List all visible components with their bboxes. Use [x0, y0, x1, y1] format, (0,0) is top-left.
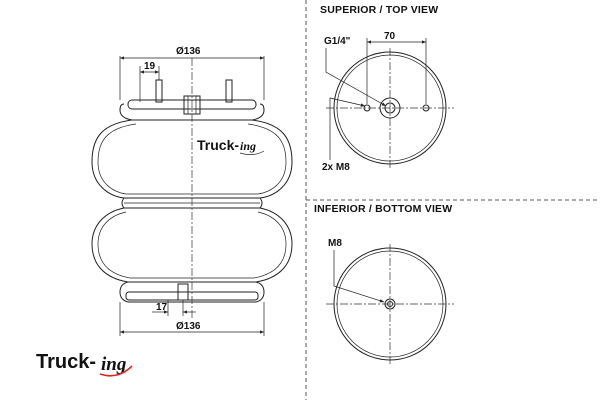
- bottom-bolt-leader: [333, 250, 385, 303]
- bottom-offset-label: 17: [156, 302, 168, 313]
- bottom-view-title: INFERIOR / BOTTOM VIEW: [314, 203, 452, 215]
- bolts-label: 2x M8: [322, 162, 350, 173]
- bolt-spacing-label: 70: [384, 31, 396, 42]
- bottom-bolt-label: M8: [328, 238, 342, 249]
- top-view: SUPERIOR / TOP VIEW 70 G1/4" 2x M8: [320, 4, 454, 173]
- top-view-title: SUPERIOR / TOP VIEW: [320, 4, 438, 16]
- watermark-logo: Truck- ing: [197, 137, 265, 155]
- top-bolt-left: [155, 79, 163, 103]
- brand-main: Truck-: [36, 351, 96, 373]
- port-leader: [325, 48, 387, 107]
- bolts-leader: [329, 97, 366, 160]
- brand-logo: Truck- ing: [36, 351, 133, 377]
- watermark-brand-main: Truck-: [197, 137, 239, 153]
- bolt-offset-label: 19: [144, 61, 156, 72]
- watermark-brand-suffix: ing: [240, 139, 256, 153]
- side-view: Ø136 19 17 Ø136 Truck- ing: [91, 46, 293, 336]
- bottom-diameter-label: Ø136: [176, 321, 201, 332]
- bottom-view: INFERIOR / BOTTOM VIEW M8: [314, 203, 454, 366]
- top-bolt-right: [225, 79, 233, 103]
- brand-suffix: ing: [101, 354, 126, 375]
- port-label: G1/4": [324, 36, 351, 47]
- top-diameter-label: Ø136: [176, 46, 201, 57]
